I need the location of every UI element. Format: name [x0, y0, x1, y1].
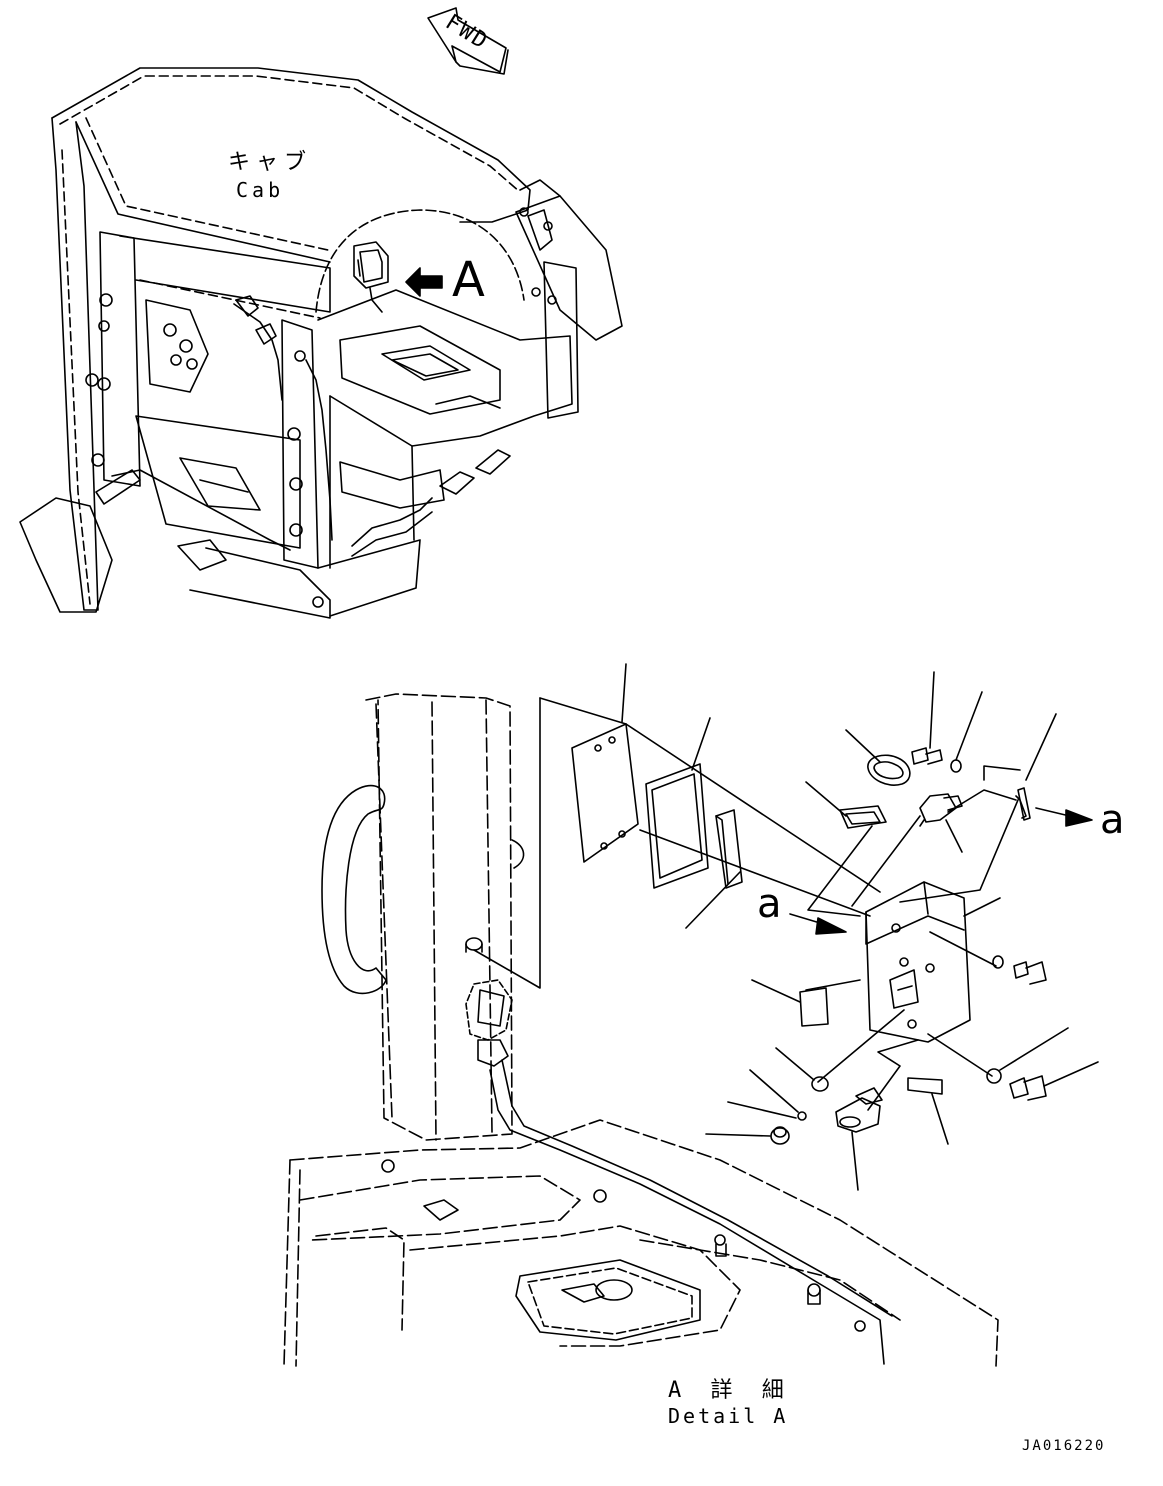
callout-label: A — [452, 252, 485, 308]
callout-arrow-icon — [405, 267, 443, 297]
reference-label-left: a — [757, 881, 782, 927]
detail-parts — [473, 663, 1099, 1191]
detail-label-en: Detail A — [668, 1404, 789, 1428]
detail-structure — [283, 693, 999, 1367]
cab-label-jp: キャブ — [228, 150, 313, 175]
fwd-arrow-icon — [427, 7, 509, 75]
reference-label-right: a — [1100, 797, 1125, 843]
detail-label-jp: A 詳 細 — [668, 1378, 792, 1403]
detail-callout-circle — [315, 209, 525, 313]
cab-frame — [19, 67, 623, 619]
cab-label-en: Cab — [236, 178, 285, 202]
drawing-number: JA016220 — [1022, 1438, 1106, 1454]
